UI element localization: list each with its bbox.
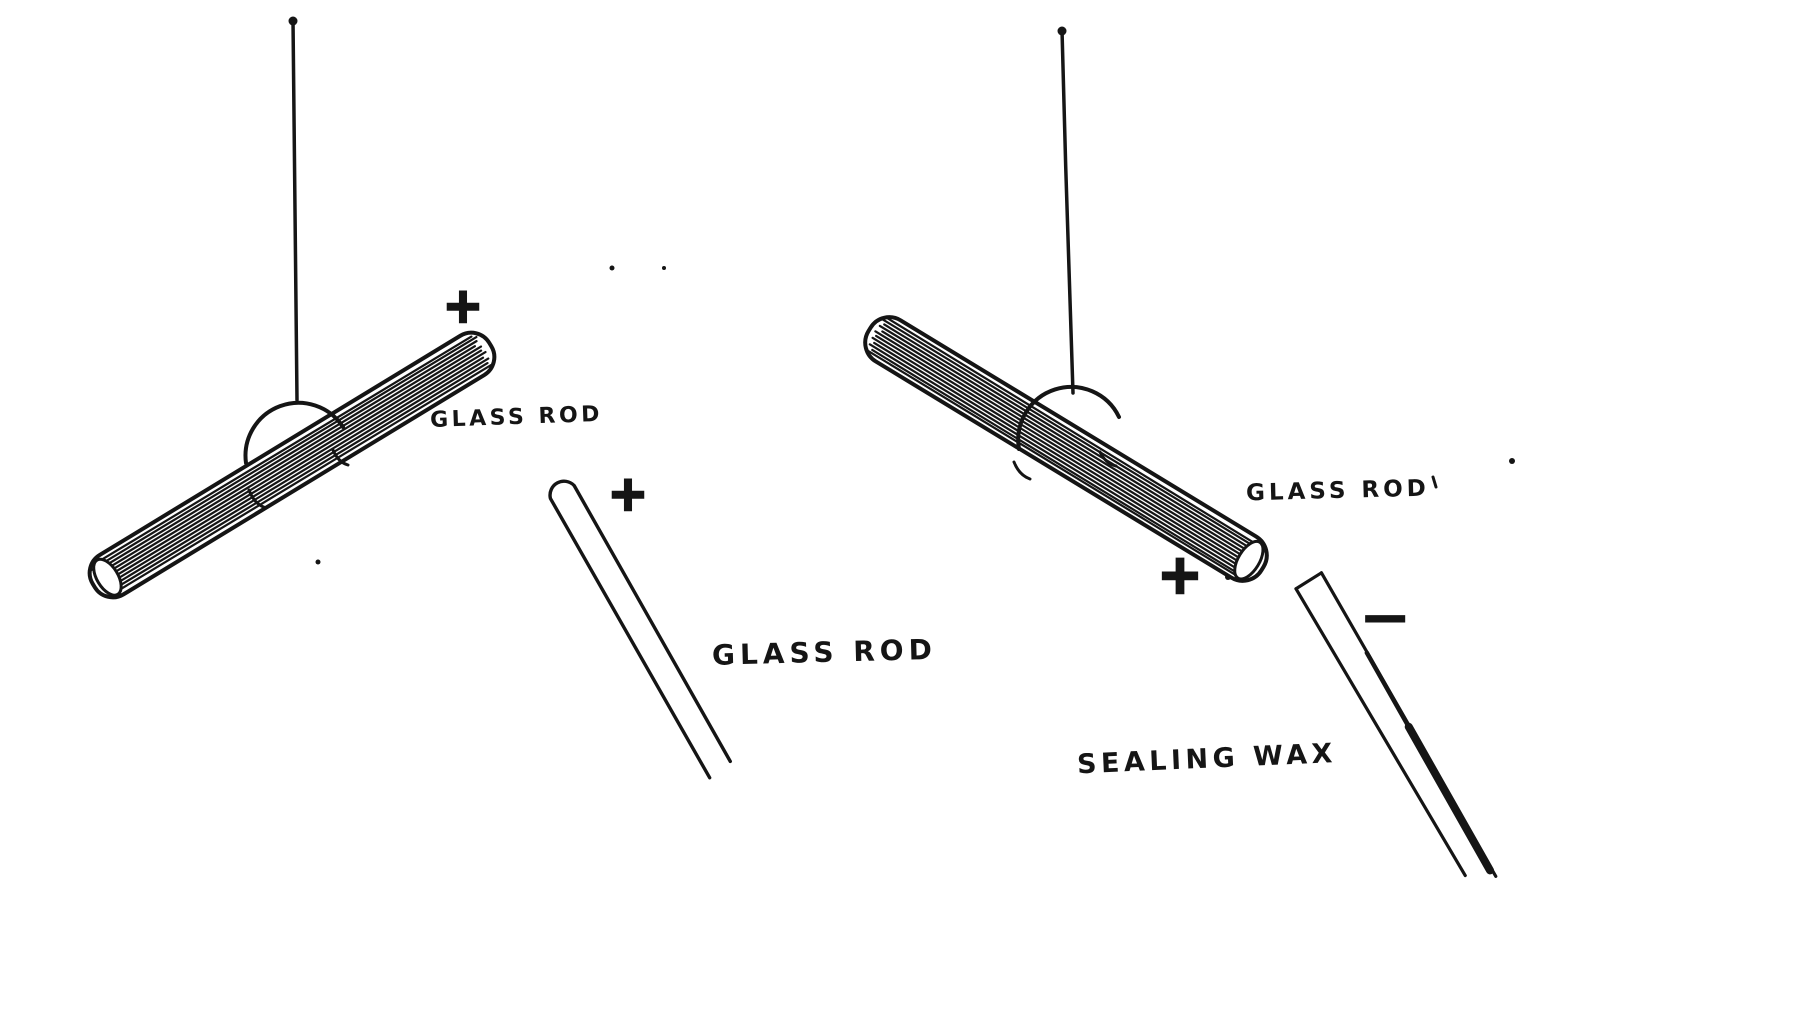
left-held-rod-charge-sign: + — [608, 466, 648, 522]
left-figure: + GLASS ROD + GLASS ROD — [87, 16, 938, 780]
suspended-glass-rod — [87, 330, 497, 600]
rod-outline — [548, 479, 732, 780]
thread-loop-end-right — [331, 448, 350, 467]
ink-speck — [662, 266, 666, 270]
ink-speck — [609, 265, 615, 271]
thread-loop-arc — [1016, 384, 1121, 451]
left-suspended-rod-label: GLASS ROD — [430, 402, 604, 433]
wax-top-cap — [1294, 571, 1324, 591]
suspended-glass-rod — [863, 315, 1269, 583]
ink-speck — [315, 559, 321, 565]
ink-specks — [315, 265, 1515, 580]
suspension-string — [1060, 28, 1075, 395]
wax-shading-medium — [1364, 650, 1412, 730]
right-suspended-rod-label: GLASS ROD — [1246, 476, 1430, 507]
thread-loop-end-left — [1012, 460, 1032, 481]
suspension-string — [291, 18, 299, 402]
sealing-wax-stick — [1294, 571, 1498, 878]
thread-loop-end-left — [247, 488, 268, 510]
sealing-wax-charge-sign: − — [1358, 581, 1412, 655]
string-anchor-dot — [288, 16, 298, 26]
rod-end-cap — [1233, 539, 1265, 581]
sealing-wax-label: SEALING WAX — [1076, 738, 1337, 780]
thread-loop-arc — [243, 400, 345, 465]
rod-hatching — [90, 335, 493, 595]
left-suspended-rod-charge-sign: + — [443, 278, 483, 334]
wax-shading-heavy — [1404, 722, 1495, 875]
thread-loop-end-right — [1098, 450, 1118, 468]
left-held-rod-label: GLASS ROD — [712, 633, 938, 672]
rod-end-cap — [92, 557, 123, 597]
right-figure: GLASS ROD + − SEALING WAX — [863, 26, 1498, 878]
rod-hatching — [866, 316, 1265, 579]
ink-speck — [1225, 574, 1231, 580]
ink-speck — [1431, 475, 1438, 489]
string-anchor-dot — [1057, 26, 1067, 36]
wax-edge-lower — [1294, 587, 1467, 878]
ink-speck — [1509, 458, 1515, 464]
held-glass-rod — [548, 479, 732, 780]
right-suspended-rod-charge-sign: + — [1157, 543, 1202, 606]
